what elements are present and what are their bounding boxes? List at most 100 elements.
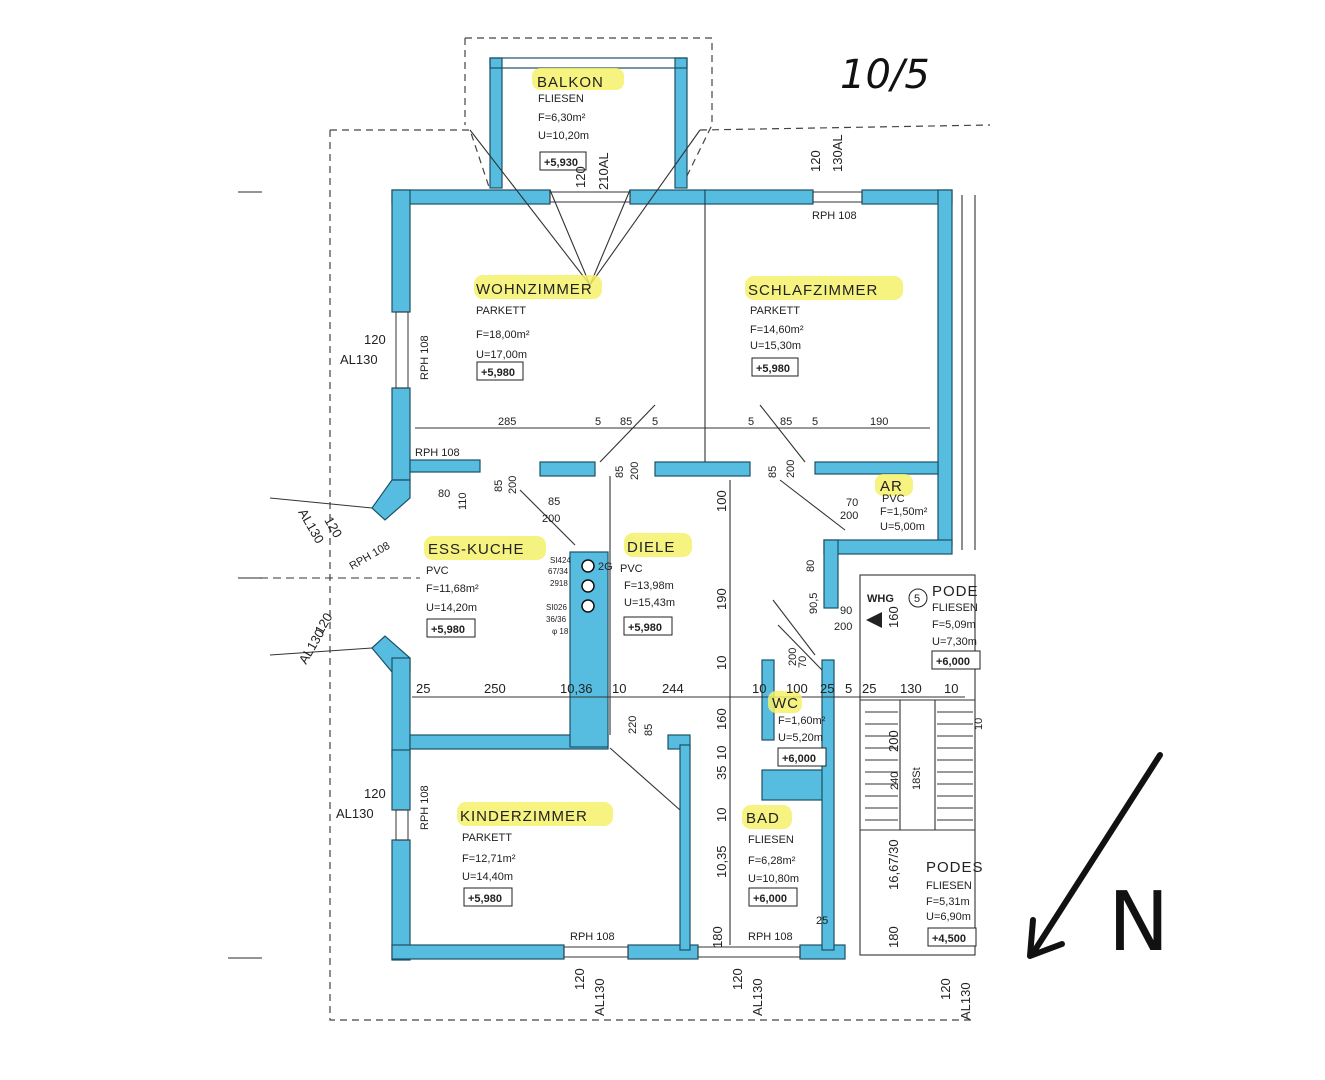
window-width: 120 — [364, 332, 386, 347]
room-wohnzimmer: WOHNZIMMER PARKETT F=18,00m² U=17,00m +5… — [476, 281, 593, 381]
room-perimeter: U=5,00m — [880, 521, 925, 533]
dimension: 16,67/30 — [886, 839, 901, 890]
dimension: 250 — [484, 681, 506, 696]
dimension: 200 — [886, 730, 901, 752]
dimension: 110 — [457, 492, 469, 510]
chimney-label: φ 18 — [552, 627, 569, 636]
room-bad: BAD FLIESEN F=6,28m² U=10,80m +6,000 — [746, 810, 799, 907]
window-width: 120 — [364, 786, 386, 801]
window-type: AL130 — [958, 982, 973, 1020]
room-floor: FLIESEN — [926, 880, 972, 892]
dimension: 200 — [787, 648, 799, 666]
chimney-flues — [581, 559, 595, 613]
dimension: 10,36 — [560, 681, 593, 696]
room-perimeter: U=10,80m — [748, 873, 799, 885]
window-type: AL130 — [336, 806, 374, 821]
room-area: F=18,00m² — [476, 329, 530, 341]
room-level: +5,930 — [544, 157, 578, 169]
sheet-number: 10/5 — [840, 52, 930, 98]
room-area: F=6,30m² — [538, 112, 586, 124]
window-width: 120 — [938, 978, 953, 1000]
dimension: 100 — [786, 681, 808, 696]
room-level: +5,980 — [481, 367, 515, 379]
room-floor: FLIESEN — [932, 602, 978, 614]
dimension: 25 — [862, 681, 876, 696]
room-area: F=6,28m² — [748, 855, 796, 867]
chimney-labels: SI424 67/34 2918 SI026 36/36 φ 18 2G — [546, 556, 613, 636]
room-floor: FLIESEN — [538, 93, 584, 105]
room-area: F=1,60m² — [778, 715, 826, 727]
margin-ticks — [228, 191, 262, 959]
chimney-label: SI424 — [550, 556, 571, 565]
room-floor: PARKETT — [750, 305, 800, 317]
dimension: 160 — [714, 708, 729, 730]
window-width: 120 — [808, 150, 823, 172]
room-floor: FLIESEN — [748, 834, 794, 846]
room-ar: AR PVC F=1,50m² U=5,00m — [880, 478, 928, 533]
dimension: 244 — [662, 681, 684, 696]
dimension: 5 — [595, 416, 601, 428]
room-name: ESS-KUCHE — [428, 541, 525, 558]
room-level: +5,980 — [468, 893, 502, 905]
dimension-row-lower: 25 250 10,36 10 244 10 100 25 5 25 130 1… — [416, 681, 958, 696]
dimension: 85 — [780, 416, 792, 428]
dimension: 90 — [840, 605, 852, 617]
walls — [371, 57, 953, 961]
dimension: 200 — [840, 510, 858, 522]
room-level: +5,980 — [628, 622, 662, 634]
room-name: BAD — [746, 810, 780, 827]
dimension: 70 — [846, 497, 858, 509]
dimension: 10 — [714, 656, 729, 670]
dimension: 90,5 — [808, 593, 820, 614]
room-wc: WC F=1,60m² U=5,20m +6,000 — [772, 695, 827, 767]
rph-label: RPH 108 — [348, 540, 393, 573]
room-name-highlights — [424, 68, 913, 829]
dimension: 10 — [714, 746, 729, 760]
window-width: 120 — [573, 166, 588, 188]
dimension: 10,35 — [714, 845, 729, 878]
dimension: 160 — [886, 606, 901, 628]
room-level: +5,980 — [431, 624, 465, 636]
dimension: 220 — [627, 716, 639, 734]
window-type: AL130 — [750, 978, 765, 1016]
dimension: 10 — [973, 718, 985, 730]
dimension: 130 — [900, 681, 922, 696]
room-diele: DIELE PVC F=13,98m U=15,43m +5,980 — [620, 539, 675, 636]
room-perimeter: U=5,20m — [778, 732, 823, 744]
dimension: 85 — [493, 480, 505, 492]
dimension: 85 — [614, 466, 626, 478]
apartment-number: 5 — [914, 593, 920, 605]
dimension: 85 — [643, 724, 655, 736]
room-level: +4,500 — [932, 933, 966, 945]
room-name: AR — [880, 478, 903, 495]
window-type: AL130 — [295, 506, 327, 546]
dimension-misc: 80 110 85 200 85 200 100 85 200 85 200 7… — [438, 460, 985, 948]
stair-treads — [865, 711, 973, 821]
dimension: 70 — [797, 656, 809, 668]
dimension: 5 — [845, 681, 852, 696]
dimension: 200 — [834, 621, 852, 633]
dimension: 25 — [820, 681, 834, 696]
room-name: SCHLAFZIMMER — [748, 282, 878, 299]
room-perimeter: U=17,00m — [476, 349, 527, 361]
room-area: F=13,98m — [624, 580, 674, 592]
room-area: F=1,50m² — [880, 506, 928, 518]
room-floor: PVC — [426, 565, 449, 577]
dimension: 10 — [612, 681, 626, 696]
rph-label: RPH 108 — [415, 447, 460, 459]
room-podest-upper: PODE FLIESEN F=5,09m U=7,30m +6,000 5 WH… — [866, 583, 981, 670]
rph-label: RPH 108 — [419, 335, 431, 380]
room-name: DIELE — [627, 539, 675, 556]
room-perimeter: U=10,20m — [538, 130, 589, 142]
dimension: 5 — [748, 416, 754, 428]
window-width: 120 — [730, 968, 745, 990]
dimension: 10 — [752, 681, 766, 696]
dimension: 10 — [714, 808, 729, 822]
room-name: WOHNZIMMER — [476, 281, 593, 298]
dimension: 85 — [767, 466, 779, 478]
room-perimeter: U=7,30m — [932, 636, 977, 648]
north-arrow-icon: N — [1027, 752, 1169, 970]
rph-label: RPH 108 — [419, 785, 431, 830]
room-area: F=12,71m² — [462, 853, 516, 865]
